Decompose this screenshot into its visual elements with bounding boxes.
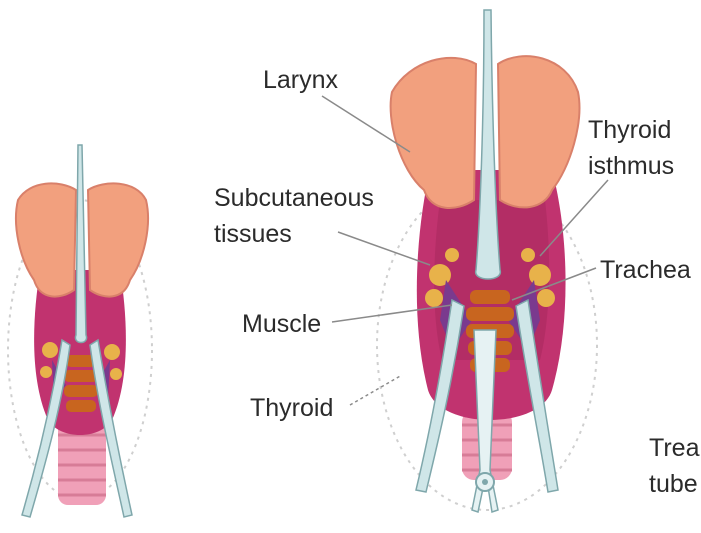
label-muscle: Muscle bbox=[242, 310, 321, 338]
label-thyroid: Thyroid bbox=[250, 394, 333, 422]
large-illustration bbox=[377, 10, 597, 512]
leader-thyroid bbox=[350, 375, 402, 405]
leader-subcutaneous bbox=[338, 232, 430, 265]
label-trachea: Trachea bbox=[600, 256, 691, 284]
large-cartilage-left bbox=[391, 58, 476, 208]
label-thyroid-isthmus-line2: isthmus bbox=[588, 152, 674, 180]
small-probe bbox=[75, 145, 86, 343]
small-cartilage-left bbox=[16, 183, 76, 296]
label-thyroid-isthmus-line1: Thyroid bbox=[588, 116, 671, 144]
label-subcutaneous-line2: tissues bbox=[214, 220, 292, 248]
label-larynx: Larynx bbox=[263, 66, 338, 94]
large-probe bbox=[476, 10, 501, 279]
label-tube-line2: tube bbox=[649, 470, 698, 498]
small-illustration bbox=[8, 145, 152, 517]
large-cartilage-right bbox=[498, 56, 579, 207]
label-subcutaneous-line1: Subcutaneous bbox=[214, 184, 374, 212]
label-tube-line1: Trea bbox=[649, 434, 699, 462]
small-cartilage-right bbox=[88, 183, 148, 296]
